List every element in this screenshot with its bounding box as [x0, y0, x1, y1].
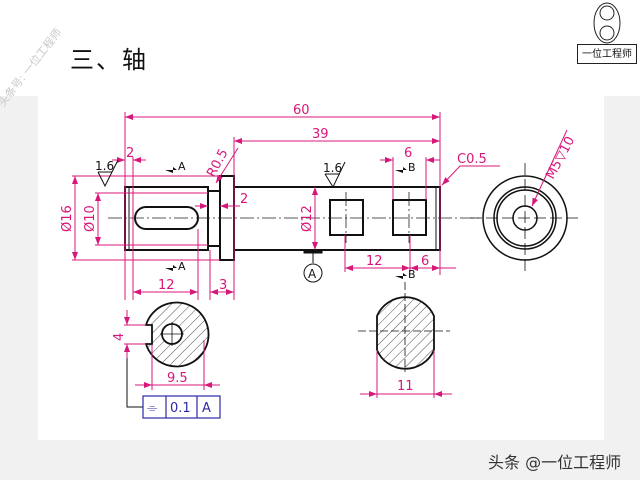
drawing-label: 12 — [366, 254, 383, 269]
drawing-label: A — [308, 267, 317, 281]
drawing-label: 2 — [240, 192, 248, 207]
drawing-label: 60 — [293, 103, 310, 118]
symmetry-icon: ⌯ — [147, 401, 158, 416]
drawing-label: B — [408, 161, 416, 174]
drawing-label: A — [178, 260, 186, 273]
section-a-dimensions — [124, 310, 220, 390]
credit-text: 头条 @一位工程师 — [488, 453, 622, 472]
tolerance-frame — [142, 395, 221, 419]
logo-icon — [593, 2, 621, 44]
drawing-label: Ø12 — [300, 205, 315, 232]
slide-title: 三、轴 — [70, 46, 148, 74]
drawing-label: B — [408, 268, 416, 281]
drawing-label: M5▽10 — [543, 134, 578, 182]
drawing-label: A — [202, 401, 211, 416]
roughness-symbol-shaft — [324, 161, 346, 189]
roughness-symbol-left — [97, 159, 119, 188]
drawing-label: 1.6 — [323, 161, 342, 175]
drawing-label: 3 — [219, 278, 227, 293]
section-b — [358, 282, 450, 372]
dimension-lines — [72, 112, 500, 300]
drawing-label: Ø16 — [60, 205, 75, 232]
drawing-label: A — [178, 160, 186, 173]
drawing-label: Ø10 — [83, 205, 98, 232]
drawing-label: 11 — [397, 379, 414, 394]
drawing-label: 2 — [126, 146, 134, 161]
drawing-label: R0.5 — [204, 147, 231, 180]
drawing-label: 9.5 — [167, 371, 188, 386]
drawing-label: 0.1 — [170, 401, 191, 416]
section-a — [144, 301, 210, 368]
centerlines — [108, 192, 482, 243]
slide-header-area — [0, 0, 640, 96]
drawing-label: 1.6 — [95, 159, 114, 173]
drawing-label: C0.5 — [457, 152, 487, 167]
end-view — [470, 163, 580, 273]
section-b-dimensions — [360, 350, 452, 398]
thread-leader — [531, 129, 568, 207]
section-markers: A A B B — [165, 160, 416, 281]
drawing-label: 6 — [404, 146, 412, 161]
drawing-label: 4 — [112, 333, 127, 341]
logo-text: 一位工程师 — [577, 44, 637, 64]
datum-a — [303, 249, 323, 283]
drawing-label: 39 — [312, 127, 329, 142]
drawing-label: 6 — [421, 254, 429, 269]
drawing-label: 12 — [158, 278, 175, 293]
